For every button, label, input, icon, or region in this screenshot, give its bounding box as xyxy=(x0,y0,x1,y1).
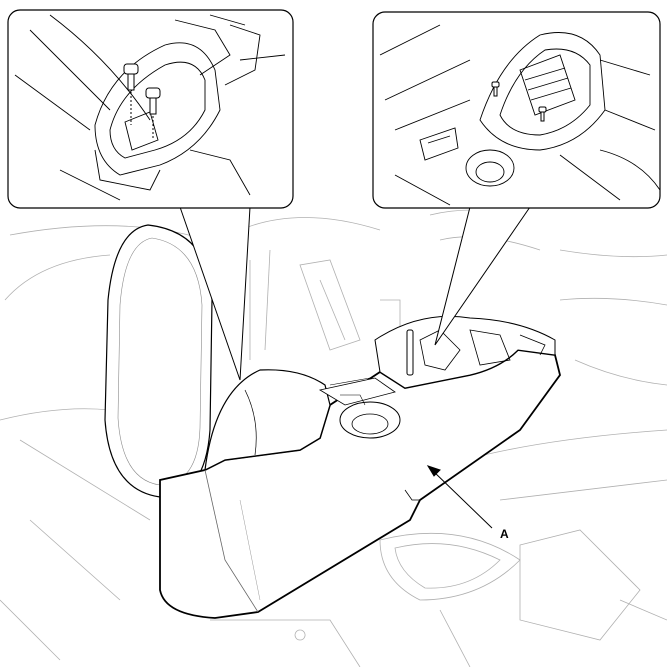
screw-icon xyxy=(491,81,500,97)
floor-console xyxy=(159,315,561,619)
left-inset xyxy=(7,9,294,381)
seat-back xyxy=(104,224,213,498)
screw-icon xyxy=(538,106,547,122)
shifter-bezel xyxy=(374,315,556,389)
callout-a-label: A xyxy=(500,527,509,541)
right-inset xyxy=(372,11,661,346)
callout-a-leader xyxy=(426,465,493,529)
armrest xyxy=(204,369,331,472)
gear-lever xyxy=(406,329,414,376)
right-inset-pointer xyxy=(434,206,531,346)
screw-icon xyxy=(145,87,161,140)
left-inset-pointer xyxy=(179,206,251,381)
screw-icon xyxy=(123,63,139,125)
right-inset-frame xyxy=(372,11,661,209)
